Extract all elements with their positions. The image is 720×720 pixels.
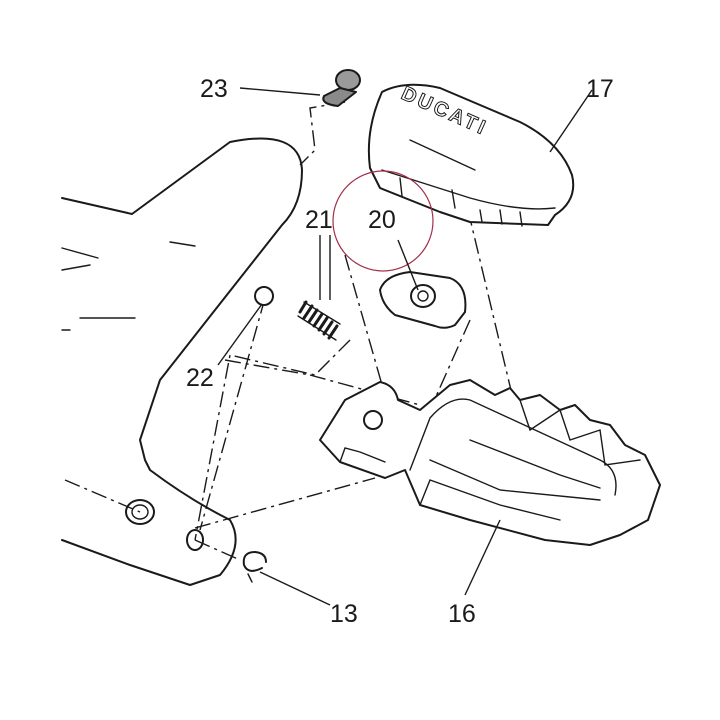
callout-20: 20: [368, 206, 396, 234]
fastener-part: [322, 69, 361, 107]
callout-21: 21: [305, 206, 333, 234]
circlip-part: [242, 551, 267, 583]
assembly-lines: [64, 101, 531, 561]
callout-23: 23: [200, 75, 228, 103]
spring-part: [297, 300, 341, 341]
callout-17: 17: [586, 75, 614, 103]
footpeg-bracket: [61, 137, 303, 586]
detent-plate-part: [379, 271, 467, 329]
ball-part: [254, 286, 274, 306]
callout-22: 22: [186, 364, 214, 392]
callouts: 23 17 21 20 22 13 16: [186, 75, 614, 628]
rubber-pad-part: DUCATI: [367, 82, 575, 227]
callout-13: 13: [330, 600, 358, 628]
callout-16: 16: [448, 600, 476, 628]
leader-lines: [217, 87, 593, 606]
highlight-circle: [332, 170, 434, 272]
footpeg-part: [319, 379, 661, 546]
